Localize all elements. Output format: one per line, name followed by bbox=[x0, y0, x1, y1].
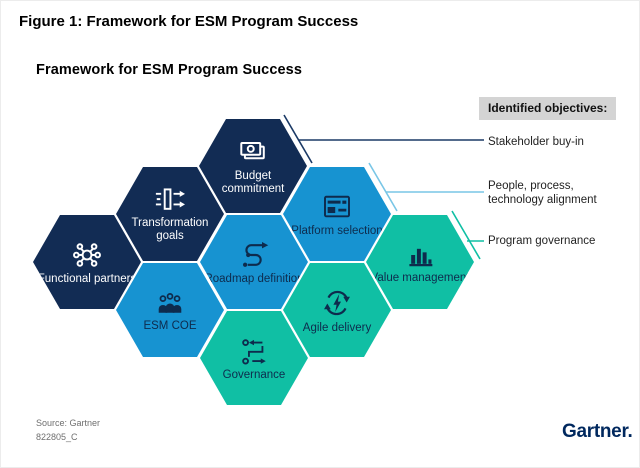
hexagon-label: ESM COE bbox=[143, 319, 197, 332]
agile-cycle-bolt-icon bbox=[324, 290, 350, 315]
hexagon-label: Transformation goals bbox=[131, 217, 209, 242]
objective-people-process-technology: People, process, technology alignment bbox=[488, 180, 597, 206]
hexagon-label: Governance bbox=[222, 368, 286, 381]
bar-chart-icon bbox=[409, 248, 433, 266]
chart-title: Framework for ESM Program Success bbox=[36, 62, 303, 78]
hexagon-label: Budget commitment bbox=[221, 170, 285, 195]
browser-window-icon bbox=[324, 195, 350, 217]
source-note: Source: Gartner bbox=[36, 418, 101, 428]
network-people-icon bbox=[73, 242, 101, 267]
route-arrow-icon bbox=[242, 241, 269, 267]
workflow-icon bbox=[242, 338, 266, 364]
figure-title: Figure 1: Framework for ESM Program Succ… bbox=[19, 13, 359, 30]
hexagon-label: Value management bbox=[370, 271, 470, 284]
hexagon-transformation-goals: Transformation goals bbox=[116, 167, 224, 261]
objective-program-governance: Program governance bbox=[488, 235, 596, 247]
hexagon-label: Roadmap definition bbox=[204, 272, 304, 285]
hexagon-label: Agile delivery bbox=[302, 321, 372, 334]
people-group-icon bbox=[158, 292, 182, 313]
hexagon-label: Functional partners bbox=[37, 272, 137, 285]
objectives-heading: Identified objectives: bbox=[479, 97, 617, 120]
banknote-icon bbox=[240, 142, 265, 160]
hexagon-budget-commitment: Budget commitment bbox=[199, 119, 307, 213]
hexagon-label: Platform selection bbox=[291, 224, 383, 237]
hexagon-platform-selection: Platform selection bbox=[283, 167, 391, 261]
gartner-logo: Gartner. bbox=[562, 421, 633, 442]
objective-stakeholder-buy-in: Stakeholder buy-in bbox=[488, 136, 584, 148]
transformation-icon bbox=[155, 188, 185, 210]
document-id: 822805_C bbox=[36, 432, 78, 442]
